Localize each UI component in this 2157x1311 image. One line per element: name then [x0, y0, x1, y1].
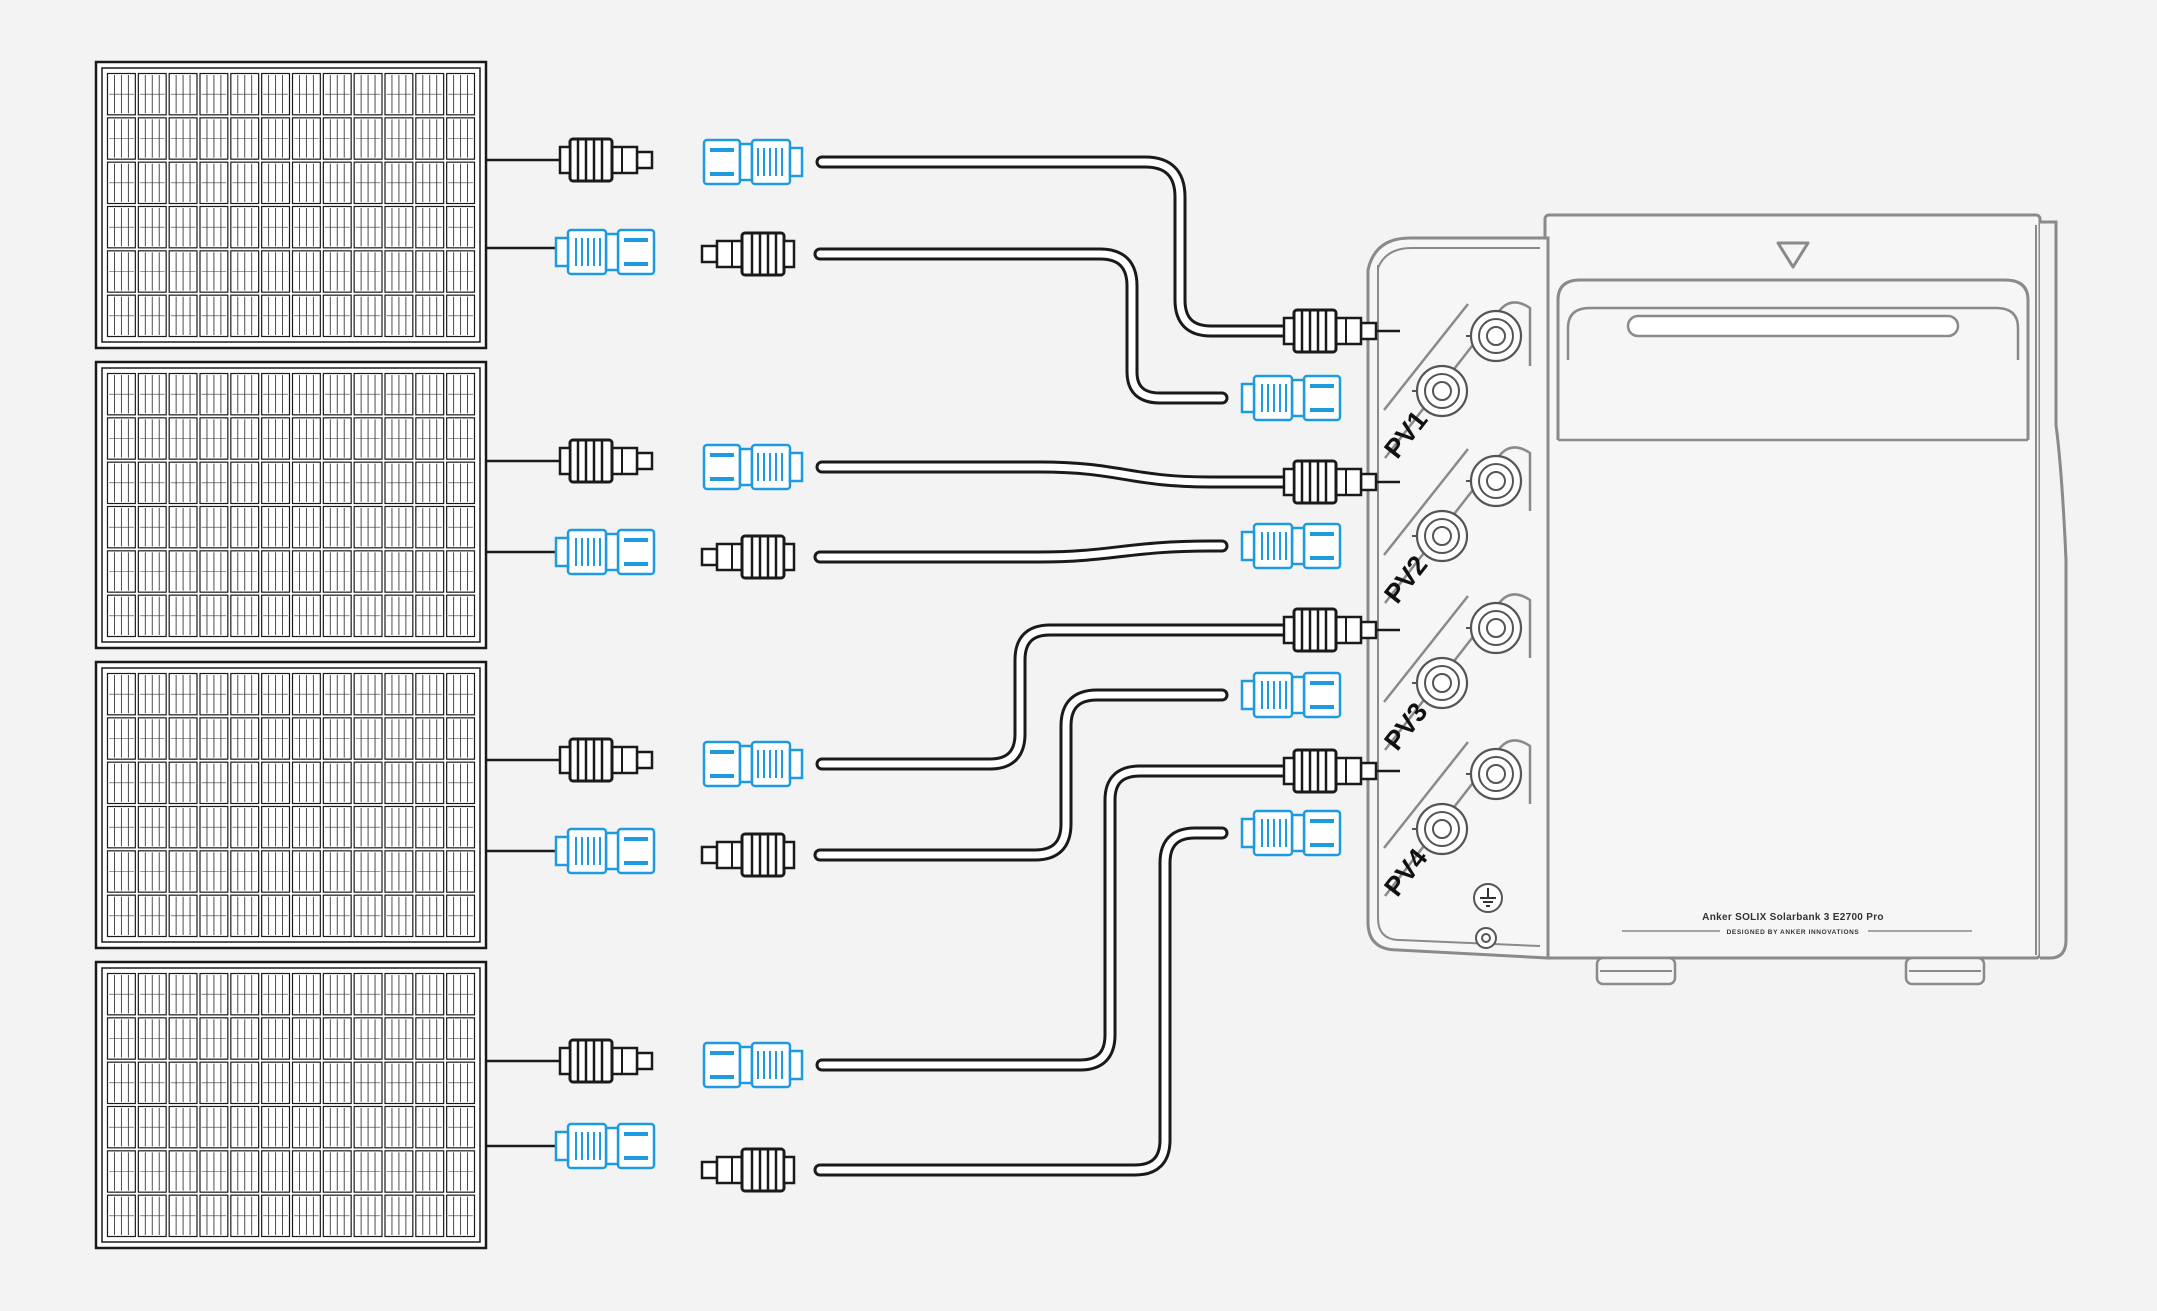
pv1-input-male-connector [1282, 308, 1378, 354]
ground-icon [1473, 883, 1503, 913]
extension-cable-2b [813, 539, 1229, 564]
pv2-input-female-connector [1240, 522, 1342, 570]
panel-1-male-connector [558, 137, 654, 183]
pv4-input-male-connector [1282, 748, 1378, 794]
extension-cable-2a [815, 460, 1297, 489]
panel-cell-grid [106, 372, 476, 638]
pv1-input-female-connector [1240, 374, 1342, 422]
extension-cable-3a [815, 623, 1297, 771]
pv2-input-male-connector [1282, 459, 1378, 505]
solarbank-device: Anker SOLIX Solarbank 3 E2700 Pro DESIGN… [1366, 213, 2068, 986]
panel-2-female-connector [554, 528, 656, 576]
panel-cell-grid [106, 672, 476, 938]
extension-2a-female-connector [702, 443, 804, 491]
panel-cell-grid [106, 72, 476, 338]
extension-4a-female-connector [702, 1041, 804, 1089]
extension-cable-4a [815, 764, 1297, 1072]
triangle-marker-icon [1776, 241, 1810, 269]
device-side-edge [2040, 220, 2068, 960]
handle-inner [1566, 306, 2020, 360]
extension-1a-female-connector [702, 138, 804, 186]
panel-3-female-connector [554, 827, 656, 875]
extension-3b-male-connector [700, 832, 796, 878]
panel-3-male-connector [558, 737, 654, 783]
panel-4-male-connector [558, 1038, 654, 1084]
module-top-bevel [1377, 247, 1540, 269]
solar-panel-2 [94, 360, 488, 650]
extension-cable-1a [815, 155, 1297, 338]
module-latch [1475, 927, 1497, 949]
solar-panel-3 [94, 660, 488, 950]
pv3-input-male-connector [1282, 607, 1378, 653]
panel-cell-grid [106, 972, 476, 1238]
solar-panel-4 [94, 960, 488, 1250]
pv3-input-female-connector [1240, 671, 1342, 719]
extension-cable-3b [813, 688, 1229, 862]
solar-panel-1 [94, 60, 488, 350]
extension-2b-male-connector [700, 534, 796, 580]
device-sub-text: DESIGNED BY ANKER INNOVATIONS [1727, 929, 1860, 936]
panel-2-male-connector [558, 438, 654, 484]
extension-cable-1b [813, 247, 1229, 405]
extension-1b-male-connector [700, 231, 796, 277]
extension-3a-female-connector [702, 740, 804, 788]
handle[interactable] [1556, 278, 2030, 440]
pv4-input-female-connector [1240, 809, 1342, 857]
extension-4b-male-connector [700, 1147, 796, 1193]
panel-1-female-connector [554, 228, 656, 276]
panel-4-female-connector [554, 1122, 656, 1170]
handle-grip-slot [1626, 314, 1960, 338]
module-inner-edge [1377, 265, 1541, 947]
extension-cable-4b [813, 826, 1229, 1177]
device-brand-text: Anker SOLIX Solarbank 3 E2700 Pro [1702, 912, 1884, 923]
